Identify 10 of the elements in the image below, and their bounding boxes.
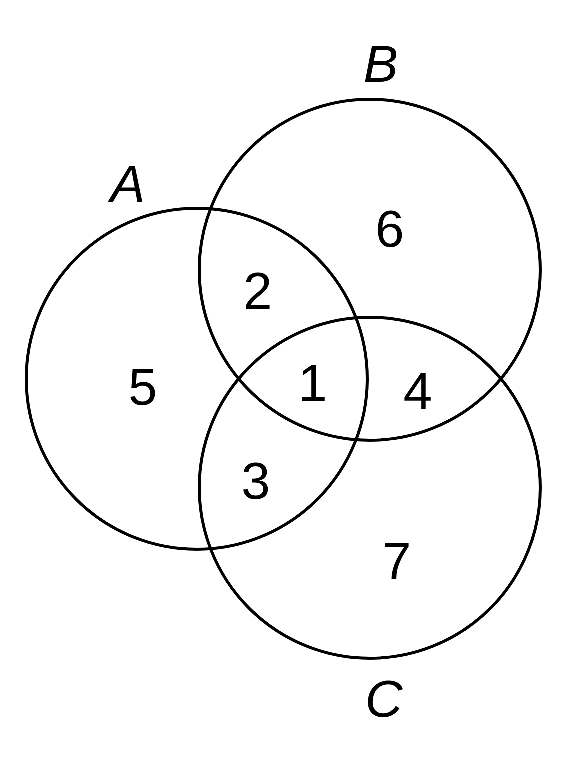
set-label: A	[110, 159, 146, 211]
region-number: 4	[404, 366, 432, 418]
region-number: 1	[298, 358, 328, 410]
region-number: 6	[376, 204, 404, 256]
region-number: 3	[242, 456, 270, 508]
set-label: C	[365, 674, 403, 726]
set-label: B	[364, 39, 398, 91]
region-number: 7	[382, 536, 412, 588]
region-number: 5	[128, 362, 158, 414]
region-number: 2	[244, 266, 272, 318]
